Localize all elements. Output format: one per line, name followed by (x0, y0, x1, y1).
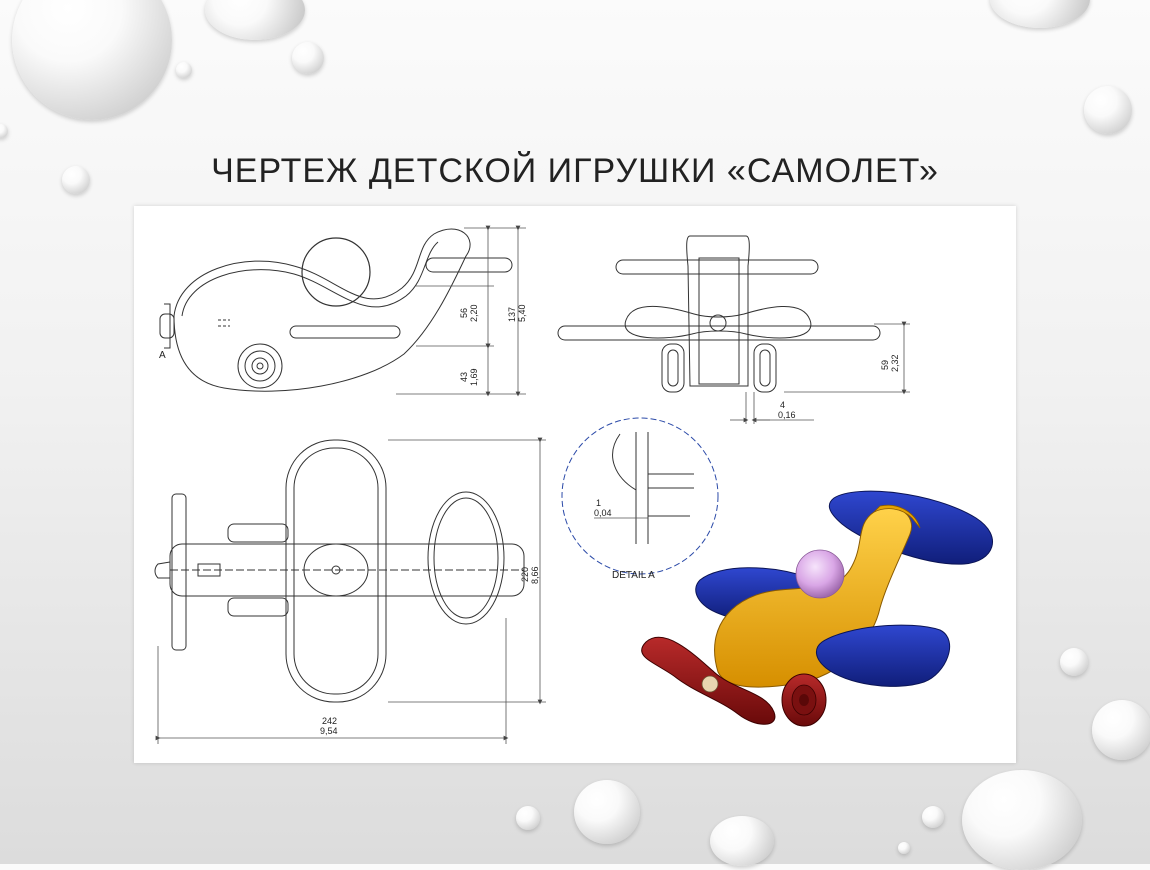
airplane-3d-render (641, 490, 994, 727)
water-drop (990, 0, 1090, 28)
dim-top-height-in: 8,66 (530, 566, 540, 584)
dim-front-height-mm: 59 (880, 360, 890, 370)
drawing-canvas: A 137 5,40 56 2,20 43 1,69 (154, 225, 994, 744)
dim-top-width-in: 9,54 (320, 726, 338, 736)
top-view (154, 439, 525, 703)
dim-top-width-mm: 242 (322, 716, 337, 726)
water-drop (516, 806, 540, 830)
water-drop (710, 816, 774, 866)
water-drop (1084, 86, 1132, 134)
water-drop (922, 806, 944, 828)
water-drop (574, 780, 640, 844)
technical-drawing: A 137 5,40 56 2,20 43 1,69 (134, 206, 1016, 763)
dim-front-height-in: 2,32 (890, 354, 900, 372)
slide-title: Чертеж детской игрушки «самолет» (211, 152, 939, 190)
front-view-dimensions (730, 321, 910, 424)
front-view (557, 235, 881, 393)
top-view-dimensions (155, 437, 546, 744)
water-drop (962, 770, 1082, 870)
dim-side-height-in: 5,40 (517, 304, 527, 322)
water-drop (292, 42, 324, 74)
water-drop (12, 0, 172, 120)
right-wing (816, 624, 951, 687)
dim-front-gap-mm: 4 (780, 400, 785, 410)
dim-side-upper-in: 2,20 (469, 304, 479, 322)
side-view (159, 228, 513, 392)
dim-side-lower-in: 1,69 (469, 368, 479, 386)
water-drop (176, 62, 192, 78)
dim-top-height-mm: 220 (520, 567, 530, 582)
dim-detail-gap-mm: 1 (596, 498, 601, 508)
water-drop (898, 842, 910, 854)
dim-front-gap-in: 0,16 (778, 410, 796, 420)
dim-side-upper-mm: 56 (459, 308, 469, 318)
dim-side-lower-mm: 43 (459, 372, 469, 382)
propeller-hub (701, 675, 719, 693)
pilot-ball (795, 549, 845, 599)
dim-detail-gap-in: 0,04 (594, 508, 612, 518)
water-drop (0, 124, 8, 138)
water-drop (1060, 648, 1088, 676)
water-drop (62, 166, 90, 194)
water-drop (205, 0, 305, 40)
side-view-dimensions (396, 225, 526, 397)
dim-side-height-mm: 137 (507, 307, 517, 322)
water-drop (1092, 700, 1150, 760)
detail-a-view (561, 417, 719, 575)
side-dim-labels: 137 5,40 56 2,20 43 1,69 (459, 304, 527, 386)
view-label-a: A (159, 350, 166, 361)
detail-a-label: DETAIL A (612, 570, 655, 581)
